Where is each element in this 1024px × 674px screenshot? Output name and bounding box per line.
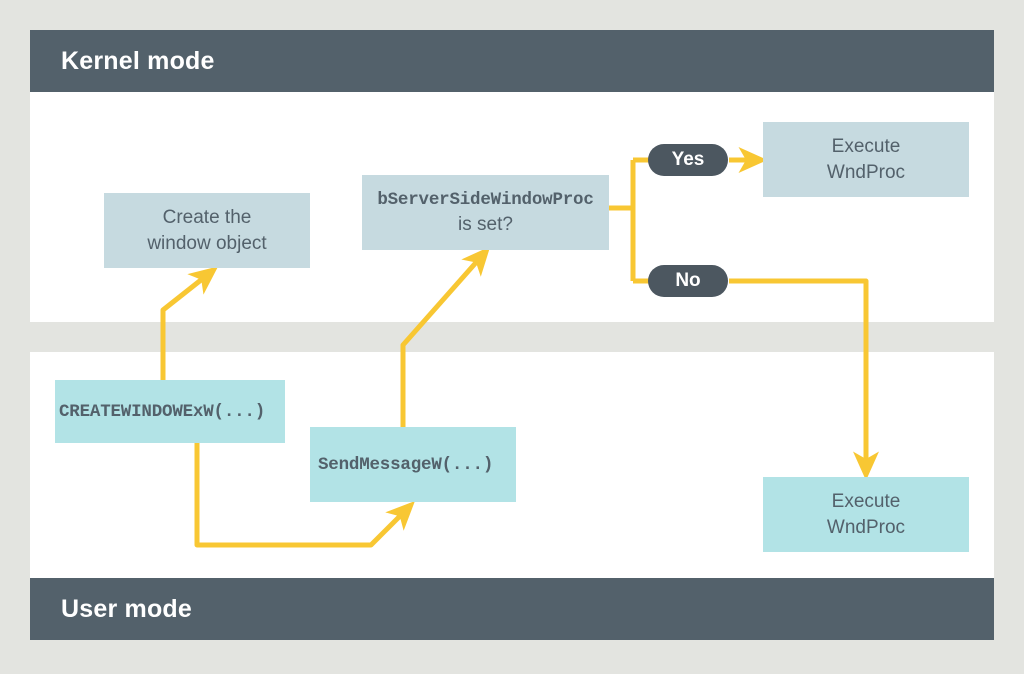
node-execute-wndproc-user-line2: WndProc xyxy=(826,516,906,538)
branch-label-yes-text: Yes xyxy=(671,149,705,170)
node-sendmessagew-call-text: SendMessageW(...) xyxy=(318,454,494,475)
kernel-mode-bar: Kernel mode xyxy=(30,30,994,92)
branch-label-yes[interactable]: Yes xyxy=(648,144,728,176)
node-decision-line2: is set? xyxy=(458,213,513,235)
node-create-window-object-line2: window object xyxy=(147,232,267,254)
node-decision-line1: bServerSideWindowProc xyxy=(377,189,594,210)
branch-label-no-text: No xyxy=(675,270,701,291)
node-execute-wndproc-kernel-line1: Execute xyxy=(831,135,901,157)
node-execute-wndproc-kernel[interactable]: Execute WndProc xyxy=(763,122,969,197)
node-execute-wndproc-user[interactable]: Execute WndProc xyxy=(763,477,969,552)
node-decision-bserversidewindowproc[interactable]: bServerSideWindowProc is set? xyxy=(362,175,609,250)
kernel-mode-label: Kernel mode xyxy=(61,46,215,75)
node-sendmessagew-call[interactable]: SendMessageW(...) xyxy=(310,427,516,502)
user-mode-bar: User mode xyxy=(30,578,994,640)
user-mode-label: User mode xyxy=(61,594,193,623)
node-execute-wndproc-user-line1: Execute xyxy=(831,490,901,512)
node-create-window-object-line1: Create the xyxy=(162,206,252,228)
node-createwindowexw-call[interactable]: CREATEWINDOWExW(...) xyxy=(55,380,285,443)
node-create-window-object[interactable]: Create the window object xyxy=(104,193,310,268)
node-execute-wndproc-kernel-line2: WndProc xyxy=(826,161,906,183)
branch-label-no[interactable]: No xyxy=(648,265,728,297)
node-createwindowexw-call-text: CREATEWINDOWExW(...) xyxy=(59,401,266,422)
